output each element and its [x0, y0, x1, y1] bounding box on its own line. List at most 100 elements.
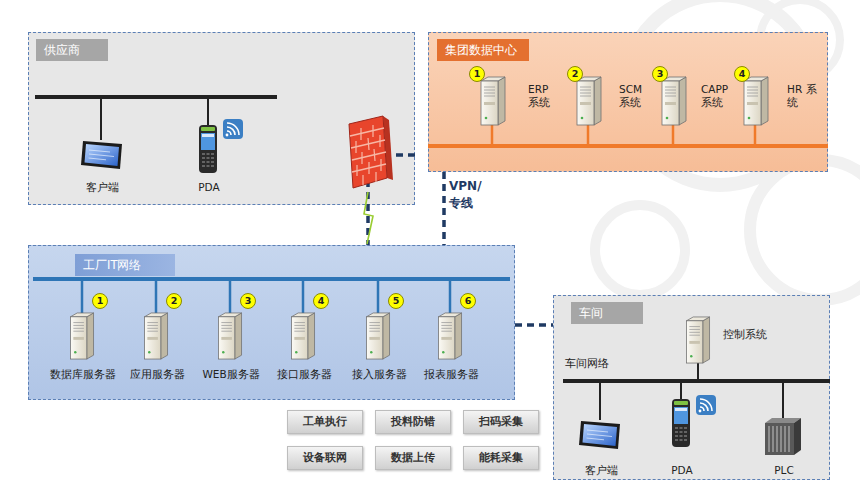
- server-node: 接入服务器: [343, 309, 415, 381]
- server-label: 接入服务器: [343, 368, 415, 381]
- server-node: 应用服务器: [121, 309, 193, 381]
- server-icon: [144, 313, 167, 359]
- supplier-bus: [35, 95, 277, 99]
- device-node: PLC: [759, 415, 809, 477]
- supplier-bus: [100, 97, 102, 140]
- button-label: 扫码采集: [464, 411, 538, 433]
- server-icon: [662, 77, 686, 125]
- function-button: 能耗采集: [463, 446, 539, 470]
- device-label: 客户端: [72, 181, 132, 194]
- device-label: PDA: [189, 181, 229, 194]
- server-label: 应用服务器: [121, 368, 193, 381]
- network-zone: 供应商客户端 PDA: [28, 32, 415, 205]
- factory-bus: [377, 279, 380, 314]
- workshop-bus: [680, 381, 682, 399]
- factory-bus: [229, 279, 232, 314]
- datacenter-bus: [428, 144, 828, 148]
- wireless-icon: [223, 119, 243, 139]
- server-node: 数据库服务器: [47, 309, 119, 381]
- server-label: 接口服务器: [268, 368, 340, 381]
- button-label: 投料防错: [376, 411, 450, 433]
- plc-icon: [765, 418, 801, 455]
- workshop-bus: [697, 363, 699, 381]
- server-icon: [366, 313, 389, 359]
- function-button: 投料防错: [375, 410, 451, 434]
- device-label: PDA: [660, 464, 704, 477]
- device-node: 客户端: [571, 415, 631, 477]
- server-node: CAPP 系统: [658, 71, 738, 129]
- watermark-circle: [750, 160, 860, 300]
- device-node: PDA: [660, 397, 704, 477]
- server-icon: [70, 313, 93, 359]
- network-link: [442, 172, 446, 245]
- function-button: 设备联网: [287, 446, 363, 470]
- firewall-icon: [349, 116, 393, 188]
- factory-bus: [449, 279, 452, 314]
- zone-title: 工厂IT网络: [75, 254, 175, 276]
- button-label: 能耗采集: [464, 447, 538, 469]
- connector-group: [368, 155, 553, 325]
- watermark-circle: [595, 205, 685, 295]
- monitor-icon: [579, 421, 620, 449]
- factory-bus: [33, 277, 510, 281]
- factory-bus: [81, 279, 84, 314]
- workshop-bus: [563, 363, 830, 420]
- datacenter-bus: [428, 124, 828, 146]
- network-zone: 工厂IT网络数据库服务器应用服务器WEB服务器接口服务器接入服务器报表服务器: [28, 245, 515, 400]
- workshop-bus: [563, 379, 830, 383]
- link-label: VPN/ 专线: [449, 178, 487, 212]
- server-node: SCM 系统: [573, 71, 658, 129]
- server-node: ERP 系统: [477, 71, 562, 129]
- server-label: 报表服务器: [415, 368, 487, 381]
- pda-icon: [672, 399, 690, 447]
- server-icon: [577, 77, 601, 125]
- firewall-icon: [350, 128, 386, 172]
- function-button: 扫码采集: [463, 410, 539, 434]
- button-label: 设备联网: [288, 447, 362, 469]
- button-label: 工单执行: [288, 411, 362, 433]
- datacenter-bus: [672, 124, 675, 146]
- server-icon: [481, 77, 505, 125]
- server-icon: [291, 313, 314, 359]
- firewall-icon: [356, 125, 381, 185]
- network-link: [515, 323, 553, 327]
- server-icon: [686, 317, 709, 363]
- monitor-icon: [81, 141, 122, 169]
- network-zone: 车间控制系统客户端PDAPLC: [553, 295, 830, 480]
- factory-bus: [33, 279, 510, 314]
- server-icon: [438, 313, 461, 359]
- server-label: 控制系统: [723, 328, 773, 341]
- callout-number: 4: [734, 66, 750, 82]
- server-node: 控制系统: [683, 314, 775, 366]
- zone-title: 集团数据中心: [437, 39, 529, 61]
- server-node: 接口服务器: [268, 309, 340, 381]
- server-label: ERP 系统: [528, 83, 562, 109]
- network-link: [368, 155, 415, 245]
- device-node: 客户端: [72, 136, 132, 194]
- server-label: CAPP 系统: [701, 83, 735, 109]
- device-label: PLC: [759, 464, 809, 477]
- device-node: PDA: [189, 123, 229, 194]
- callout-number: 6: [460, 293, 476, 309]
- callout-number: 3: [240, 293, 256, 309]
- device-label: 客户端: [571, 464, 631, 477]
- button-label: 数据上传: [376, 447, 450, 469]
- factory-bus: [302, 279, 305, 314]
- callout-number: 2: [166, 293, 182, 309]
- supplier-bus: [207, 97, 209, 125]
- datacenter-bus: [754, 124, 757, 146]
- server-icon: [744, 77, 768, 125]
- server-label: WEB服务器: [195, 368, 267, 381]
- datacenter-bus: [587, 124, 590, 146]
- callout-number: 5: [388, 293, 404, 309]
- zone-title: 供应商: [36, 39, 108, 61]
- workshop-bus: [782, 381, 784, 418]
- lightning-link: [364, 192, 373, 244]
- server-node: HR 系统: [740, 71, 824, 129]
- server-node: 报表服务器: [415, 309, 487, 381]
- wireless-icon: [696, 395, 716, 415]
- callout-number: 4: [313, 293, 329, 309]
